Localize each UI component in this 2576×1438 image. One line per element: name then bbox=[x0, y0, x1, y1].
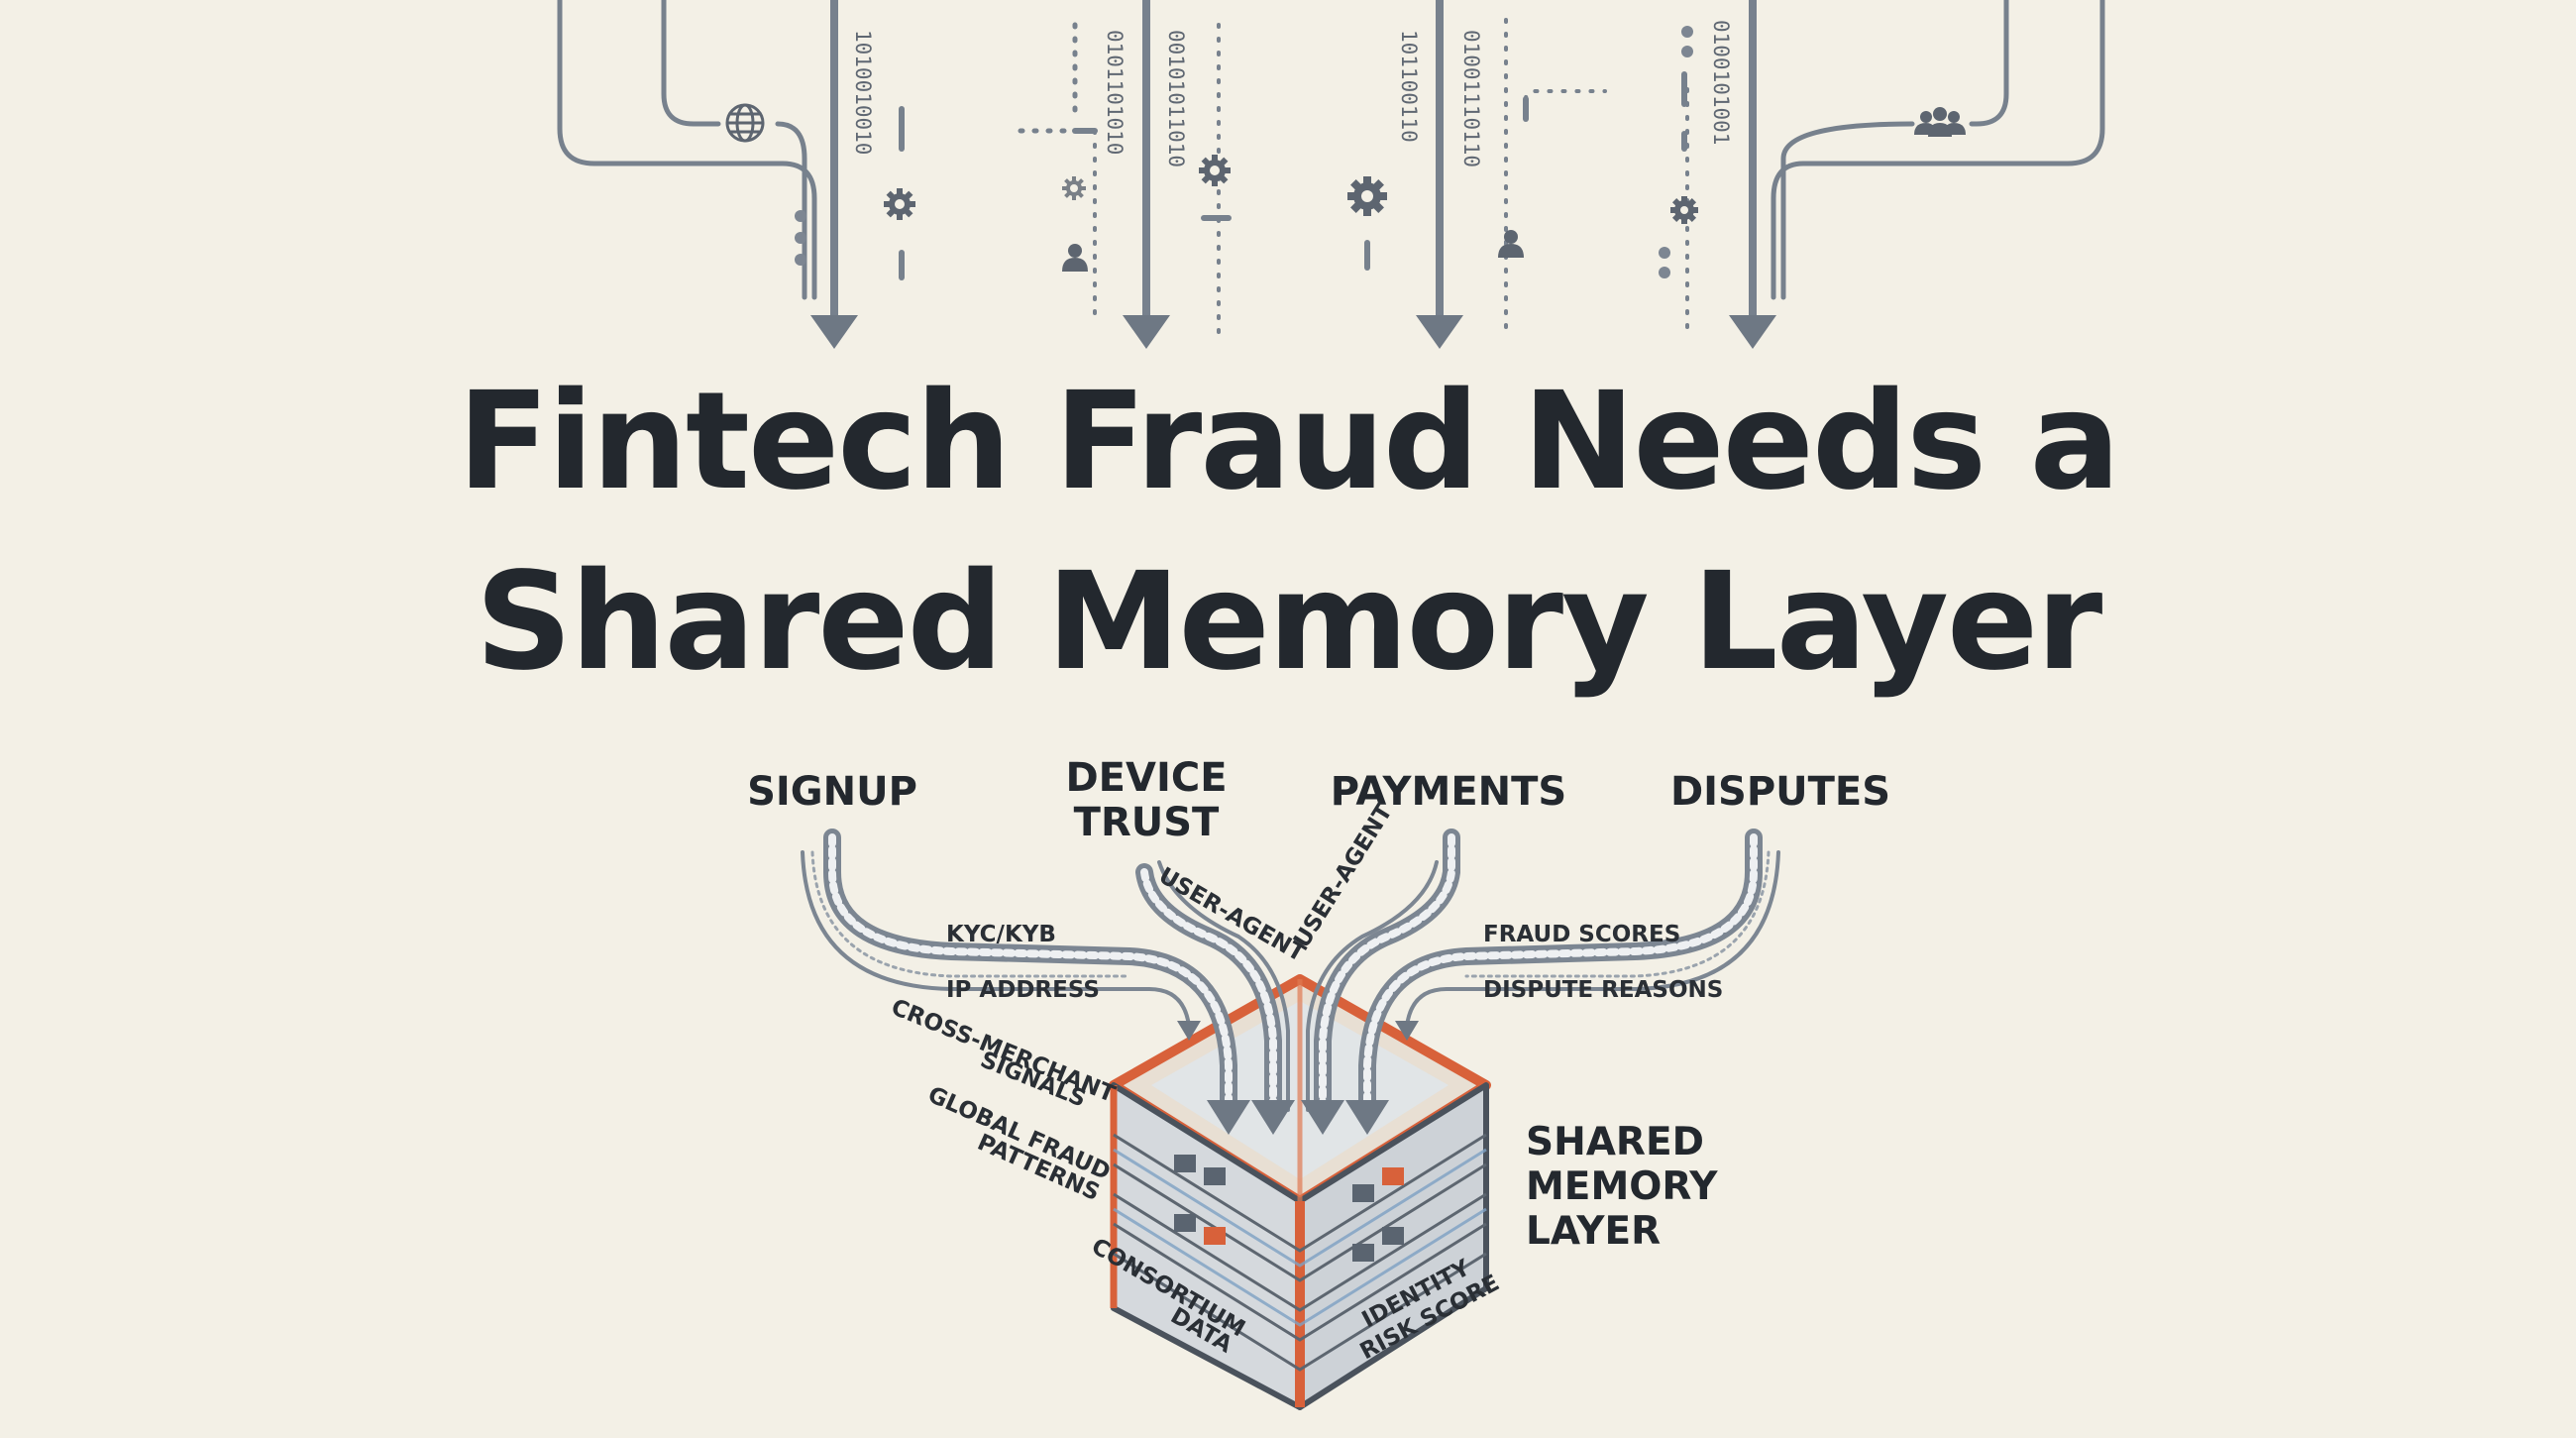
source-labels: SIGNUP DEVICE TRUST PAYMENTS DISPUTES bbox=[747, 755, 1890, 845]
binary-stream-6: 0100101001 bbox=[1709, 20, 1733, 145]
globe-icon bbox=[725, 103, 765, 143]
label-fraud-scores: FRAUD SCORES bbox=[1483, 922, 1680, 947]
signal-flows bbox=[801, 829, 1780, 1135]
source-device-line1: DEVICE bbox=[1065, 755, 1227, 801]
gear-icon bbox=[884, 155, 1698, 224]
memory-layer-label: SHARED MEMORY LAYER bbox=[1526, 1120, 1718, 1254]
users-icon bbox=[1914, 107, 1966, 137]
headline-line-1: Fintech Fraud Needs a bbox=[457, 364, 2121, 520]
memory-layer-line3: LAYER bbox=[1526, 1209, 1661, 1254]
binary-stream-3: 00101011010 bbox=[1164, 30, 1188, 167]
binary-stream-1: 1010010010 bbox=[851, 30, 875, 155]
memory-layer-line2: MEMORY bbox=[1526, 1164, 1718, 1209]
memory-layer-line1: SHARED bbox=[1526, 1120, 1704, 1164]
binary-stream-4: 101100110 bbox=[1397, 30, 1421, 143]
binary-stream-2: 0101101010 bbox=[1103, 30, 1127, 155]
binary-stream-5: 01001110110 bbox=[1459, 30, 1483, 167]
memory-cube bbox=[1109, 974, 1491, 1410]
headline-line-2: Shared Memory Layer bbox=[475, 544, 2103, 701]
label-ip: IP ADDRESS bbox=[946, 977, 1100, 1003]
label-kyc: KYC/KYB bbox=[946, 922, 1056, 947]
source-payments: PAYMENTS bbox=[1331, 769, 1566, 815]
pipeline-dots bbox=[795, 26, 1693, 278]
user-icon bbox=[1062, 230, 1524, 272]
source-signup: SIGNUP bbox=[747, 769, 917, 815]
top-pipelines bbox=[557, 0, 2105, 349]
label-dispute-reasons: DISPUTE REASONS bbox=[1483, 977, 1723, 1003]
binary-streams: 1010010010 0101101010 00101011010 101100… bbox=[851, 20, 1733, 167]
source-disputes: DISPUTES bbox=[1670, 769, 1890, 815]
source-device-line2: TRUST bbox=[1074, 800, 1220, 845]
